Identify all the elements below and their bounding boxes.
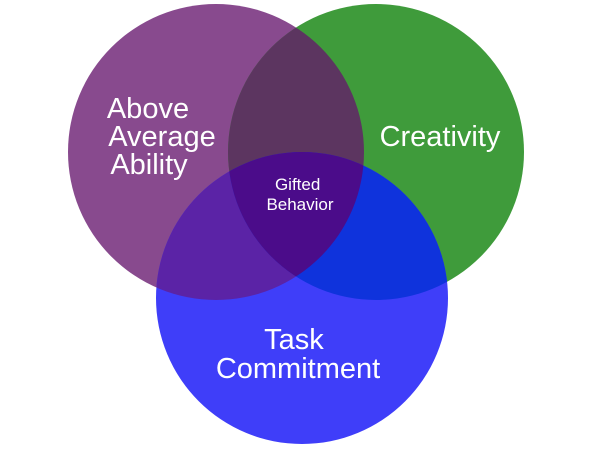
label-gifted-behavior: Gifted Behavior	[266, 175, 333, 214]
label-line: Behavior	[266, 195, 333, 214]
label-line: Average	[108, 121, 216, 153]
label-line: Above	[107, 93, 189, 125]
label-line: Gifted	[275, 175, 320, 194]
label-line: Commitment	[216, 353, 380, 385]
label-line: Task	[264, 324, 324, 356]
label-creativity: Creativity	[380, 121, 501, 153]
label-above-average-ability: Above Average Ability	[107, 93, 224, 181]
label-line: Ability	[110, 149, 188, 181]
label-task-commitment: Task Commitment	[216, 324, 380, 385]
label-line: Creativity	[380, 121, 501, 153]
